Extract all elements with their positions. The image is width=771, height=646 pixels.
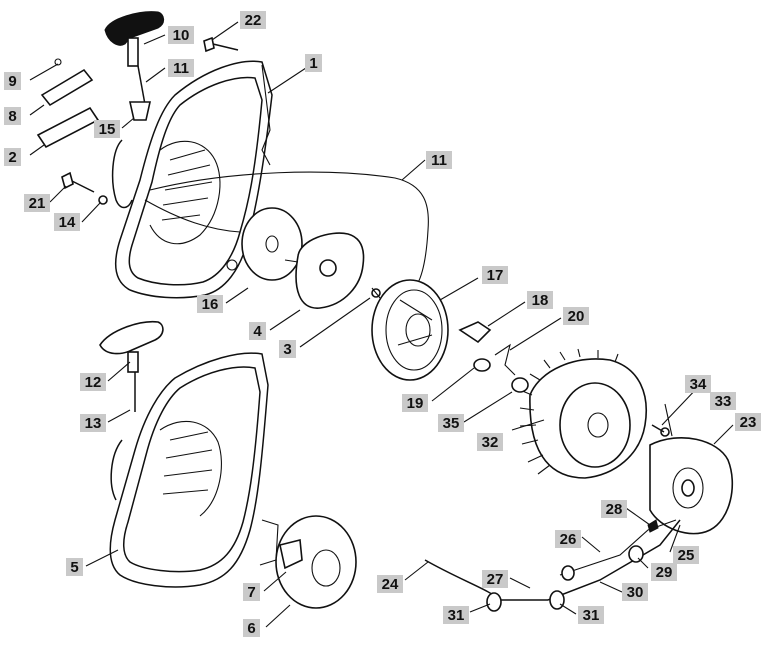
svg-text:16: 16	[202, 296, 219, 313]
callout-labels: 1 2 3 4 5 6 7 8 9 10 11 11 12 13 14 15 1…	[4, 11, 761, 637]
callout-7: 7	[243, 583, 260, 601]
rope-rotor-17	[371, 279, 449, 381]
cover-plate-6	[275, 515, 357, 609]
svg-text:26: 26	[560, 531, 577, 548]
svg-text:7: 7	[247, 584, 255, 601]
svg-text:28: 28	[606, 501, 623, 518]
svg-text:19: 19	[407, 395, 424, 412]
ignition-module-23	[649, 424, 734, 535]
callout-11-upper: 11	[168, 59, 194, 77]
svg-text:34: 34	[690, 376, 707, 393]
svg-text:32: 32	[482, 434, 499, 451]
callout-27: 27	[482, 570, 508, 588]
callout-14: 14	[54, 213, 80, 231]
washer-16	[241, 207, 303, 281]
svg-text:27: 27	[487, 571, 504, 588]
fan-housing-upper	[111, 60, 273, 299]
svg-text:6: 6	[247, 620, 255, 637]
svg-text:13: 13	[85, 415, 102, 432]
callout-11-rope: 11	[426, 151, 452, 169]
callout-33: 33	[710, 392, 736, 410]
svg-text:21: 21	[29, 195, 46, 212]
svg-text:22: 22	[245, 12, 262, 29]
svg-text:35: 35	[443, 415, 460, 432]
svg-text:25: 25	[678, 547, 695, 564]
svg-text:9: 9	[8, 73, 16, 90]
callout-23: 23	[735, 413, 761, 431]
svg-text:15: 15	[99, 121, 116, 138]
callout-2: 2	[4, 148, 21, 166]
svg-text:11: 11	[431, 152, 447, 169]
callout-9: 9	[4, 72, 21, 90]
fan-housing-lower	[109, 352, 279, 588]
svg-text:1: 1	[309, 55, 317, 72]
svg-text:12: 12	[85, 374, 102, 391]
svg-text:11: 11	[173, 60, 189, 77]
svg-text:20: 20	[568, 308, 585, 325]
callout-8: 8	[4, 107, 21, 125]
callout-29: 29	[651, 563, 677, 581]
wiring-harness	[424, 519, 681, 612]
callout-12: 12	[80, 373, 106, 391]
svg-text:10: 10	[173, 27, 190, 44]
starter-grip-upper	[104, 11, 165, 121]
callout-20: 20	[563, 307, 589, 325]
svg-text:31: 31	[448, 607, 465, 624]
starter-rope	[144, 171, 429, 291]
callout-31-left: 31	[443, 606, 469, 624]
callout-6: 6	[243, 619, 260, 637]
callout-4: 4	[249, 322, 266, 340]
callout-34: 34	[685, 375, 711, 393]
svg-text:31: 31	[583, 607, 600, 624]
svg-text:29: 29	[656, 564, 673, 581]
callout-32: 32	[477, 433, 503, 451]
starter-grip-lower	[99, 320, 164, 412]
callout-35: 35	[438, 414, 464, 432]
screws-and-pins	[61, 36, 381, 299]
svg-text:3: 3	[283, 341, 291, 358]
flywheel-32	[511, 348, 647, 479]
svg-text:8: 8	[8, 108, 16, 125]
plates-upper-left	[36, 58, 100, 149]
callout-21: 21	[24, 194, 50, 212]
callout-24: 24	[377, 575, 403, 593]
svg-text:17: 17	[487, 267, 504, 284]
svg-text:23: 23	[740, 414, 757, 431]
callout-26: 26	[555, 530, 581, 548]
callout-15: 15	[94, 120, 120, 138]
callout-10: 10	[168, 26, 194, 44]
svg-text:2: 2	[8, 149, 16, 166]
callout-3: 3	[279, 340, 296, 358]
callout-16: 16	[197, 295, 223, 313]
callout-19: 19	[402, 394, 428, 412]
callout-31-right: 31	[578, 606, 604, 624]
svg-text:5: 5	[70, 559, 78, 576]
callout-28: 28	[601, 500, 627, 518]
pawl-18-and-spring-20	[458, 321, 516, 376]
callout-5: 5	[66, 558, 83, 576]
svg-text:14: 14	[59, 214, 76, 231]
svg-text:18: 18	[532, 292, 549, 309]
callout-22: 22	[240, 11, 266, 29]
leader-lines	[29, 21, 734, 628]
callout-1: 1	[305, 54, 322, 72]
callout-17: 17	[482, 266, 508, 284]
callout-18: 18	[527, 291, 553, 309]
rope-rotor-4	[284, 232, 365, 309]
callout-25: 25	[673, 546, 699, 564]
svg-text:30: 30	[627, 584, 644, 601]
callout-13: 13	[80, 414, 106, 432]
callout-30: 30	[622, 583, 648, 601]
svg-text:24: 24	[382, 576, 399, 593]
svg-text:33: 33	[715, 393, 732, 410]
svg-text:4: 4	[253, 323, 262, 340]
